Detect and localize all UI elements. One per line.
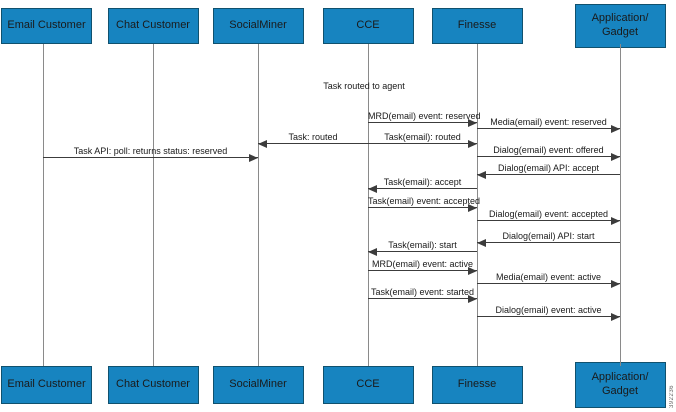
note-task-routed-to-agent: Task routed to agent: [323, 81, 405, 91]
message-label: MRD(email) event: active: [371, 259, 474, 269]
message-label: Dialog(email) API: start: [502, 231, 595, 241]
message-arrow: Media(email) event: reserved: [477, 114, 620, 133]
arrowhead-right-icon: [611, 124, 620, 133]
actor-box-top-email-customer: Email Customer: [1, 8, 92, 44]
message-label: Task(email) event: started: [370, 287, 475, 297]
message-label: Task(email): start: [388, 240, 457, 250]
message-label: Task(email): routed: [384, 132, 461, 142]
actor-box-bottom-application-gadget: Application/ Gadget: [574, 362, 666, 408]
lifeline-cce: [368, 44, 369, 366]
lifeline-email-customer: [43, 44, 44, 366]
message-label: Task(email) event: accepted: [368, 196, 481, 206]
actor-box-bottom-socialminer: SocialMiner: [212, 366, 304, 404]
message-label: Dialog(email) API: accept: [497, 163, 600, 173]
arrowhead-right-icon: [468, 203, 477, 212]
message-label: Task(email): accept: [383, 177, 462, 187]
arrowhead-right-icon: [468, 139, 477, 148]
message-arrow: Task(email): accept: [368, 174, 477, 193]
message-label: Media(email) event: reserved: [490, 117, 607, 127]
actor-box-top-socialminer: SocialMiner: [212, 8, 304, 44]
message-label: Media(email) event: active: [495, 272, 602, 282]
message-arrow: Task(email): start: [368, 237, 477, 256]
arrowhead-left-icon: [368, 184, 377, 193]
arrowhead-right-icon: [611, 279, 620, 288]
arrowhead-right-icon: [611, 152, 620, 161]
message-arrow: Task(email) event: started: [368, 284, 477, 303]
message-arrow: Task: routed: [258, 129, 368, 148]
lifeline-finesse: [477, 44, 478, 366]
actor-box-bottom-email-customer: Email Customer: [1, 366, 92, 404]
lifeline-socialminer: [258, 44, 259, 366]
lifeline-chat-customer: [153, 44, 154, 366]
actor-box-top-cce: CCE: [322, 8, 414, 44]
arrowhead-left-icon: [258, 139, 267, 148]
message-arrow: Media(email) event: active: [477, 269, 620, 288]
message-arrow: Dialog(email) API: accept: [477, 160, 620, 179]
message-label: Task API: poll: returns status: reserved: [73, 146, 228, 156]
message-label: Dialog(email) event: accepted: [488, 209, 609, 219]
arrowhead-right-icon: [468, 266, 477, 275]
actor-box-top-chat-customer: Chat Customer: [107, 8, 199, 44]
arrowhead-left-icon: [368, 247, 377, 256]
actor-box-top-finesse: Finesse: [431, 8, 523, 44]
actor-box-bottom-finesse: Finesse: [431, 366, 523, 404]
arrowhead-left-icon: [477, 238, 486, 247]
message-arrow: Dialog(email) event: offered: [477, 142, 620, 161]
message-arrow: Dialog(email) API: start: [477, 228, 620, 247]
message-arrow: MRD(email) event: reserved: [368, 108, 481, 127]
figure-number: 392236: [669, 384, 675, 408]
arrowhead-right-icon: [611, 312, 620, 321]
message-arrow: Task API: poll: returns status: reserved: [43, 143, 258, 162]
actor-box-top-application-gadget: Application/ Gadget: [574, 4, 666, 48]
message-arrow: Dialog(email) event: accepted: [477, 206, 620, 225]
message-label: Dialog(email) event: offered: [493, 145, 604, 155]
message-arrow: Task(email) event: accepted: [368, 193, 481, 212]
arrowhead-right-icon: [468, 294, 477, 303]
lifeline-application-gadget: [620, 44, 621, 366]
message-label: Task: routed: [288, 132, 338, 142]
actor-box-bottom-chat-customer: Chat Customer: [107, 366, 199, 404]
message-label: Dialog(email) event: active: [495, 305, 602, 315]
message-arrow: Dialog(email) event: active: [477, 302, 620, 321]
arrowhead-right-icon: [249, 153, 258, 162]
message-label: MRD(email) event: reserved: [368, 111, 481, 121]
actor-box-bottom-cce: CCE: [322, 366, 414, 404]
arrowhead-right-icon: [468, 118, 477, 127]
arrowhead-right-icon: [611, 216, 620, 225]
arrowhead-left-icon: [477, 170, 486, 179]
message-arrow: Task(email): routed: [368, 129, 477, 148]
message-arrow: MRD(email) event: active: [368, 256, 477, 275]
